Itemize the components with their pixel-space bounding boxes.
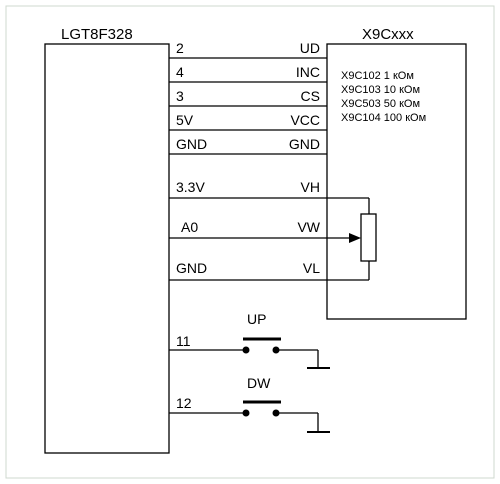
chip-pin-cs: CS (301, 88, 320, 104)
chip-pin-gnd: GND (289, 136, 320, 152)
chip-pin-vh: VH (301, 179, 320, 195)
mcu-pin-11: 11 (176, 333, 191, 349)
button-up-label: UP (247, 311, 266, 327)
chip-title: X9Cxxx (362, 26, 414, 43)
mcu-pin-a0: A0 (181, 219, 198, 235)
mcu-pin-3: 3 (176, 88, 184, 104)
mcu-pin-12: 12 (176, 395, 192, 411)
mcu-pin-5v: 5V (176, 112, 194, 128)
mcu-pin-4: 4 (176, 64, 184, 80)
mcu-block (44, 43, 170, 454)
chip-variant-104: X9C104 100 кОм (341, 112, 426, 124)
wiper-arrow-icon (349, 233, 361, 243)
potentiometer-symbol (327, 197, 377, 281)
mcu-pin-2: 2 (176, 40, 184, 56)
chip-variant-503: X9C503 50 кОм (341, 98, 420, 110)
chip-pin-inc: INC (296, 64, 320, 80)
button-dw-label: DW (247, 375, 271, 391)
mcu-pin-3v3: 3.3V (176, 179, 205, 195)
mcu-pin-gnd: GND (176, 136, 207, 152)
chip-pin-vl: VL (303, 260, 320, 276)
chip-variant-103: X9C103 10 кОм (341, 84, 420, 96)
outer-border (5, 5, 495, 479)
chip-pin-ud: UD (300, 40, 320, 56)
button-dw-symbol (169, 400, 330, 433)
chip-pin-vw: VW (297, 219, 320, 235)
button-up-symbol (169, 337, 330, 369)
mcu-title: LGT8F328 (61, 26, 133, 43)
chip-block (326, 43, 467, 320)
chip-pin-vcc: VCC (290, 112, 320, 128)
chip-variant-102: X9C102 1 кОм (341, 70, 414, 82)
mcu-pin-gnd-2: GND (176, 260, 207, 276)
